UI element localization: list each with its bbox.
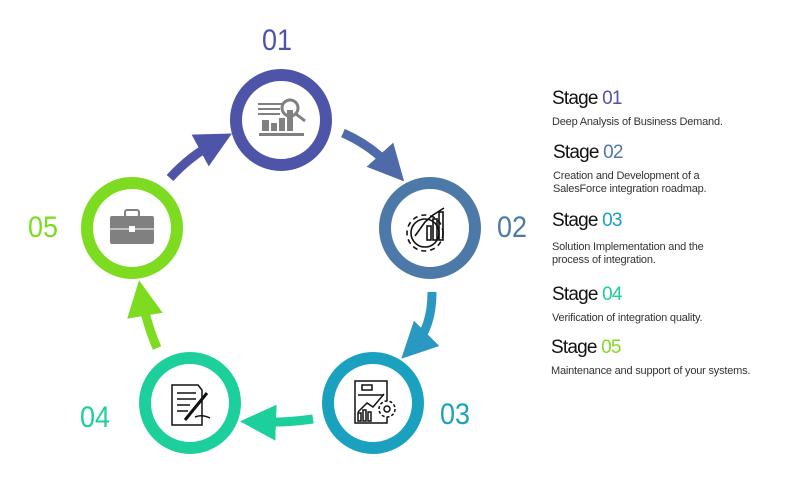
arrow-05-to-01 — [166, 133, 232, 182]
gear-chart-icon — [406, 207, 445, 252]
stage-05-entry: Stage 05 Maintenance and support of your… — [551, 337, 791, 378]
arrow-04-to-05 — [127, 280, 163, 350]
stage-02-title: Stage 02 — [553, 142, 748, 164]
arrow-02-to-03 — [401, 291, 440, 359]
stage-02-entry: Stage 02 Creation and Development of a S… — [553, 142, 748, 196]
stage-04-entry: Stage 04 Verification of integration qua… — [552, 284, 792, 325]
arrow-01-to-02 — [341, 128, 405, 182]
chart-magnifier-icon — [258, 98, 306, 136]
stage-word: Stage — [553, 142, 599, 163]
stage-word: Stage — [552, 88, 598, 109]
stage-03-title: Stage 03 — [552, 210, 727, 232]
stage-04-description: Verification of integration quality. — [552, 312, 703, 324]
stage-number: 04 — [602, 284, 622, 305]
stage-02-circle — [379, 177, 481, 279]
stage-number: 03 — [602, 210, 622, 231]
stage-04-circle — [139, 352, 241, 454]
stage-word: Stage — [552, 284, 598, 305]
stage-04-title: Stage 04 — [552, 284, 792, 306]
stage-word: Stage — [552, 210, 598, 231]
report-gear-icon — [354, 380, 396, 424]
stage-04-number: 04 — [80, 401, 111, 434]
stage-05-description: Maintenance and support of your systems. — [551, 365, 751, 377]
stage-number: 02 — [603, 142, 623, 163]
arrow-03-to-04 — [240, 404, 314, 441]
stage-03-circle — [322, 352, 424, 454]
stage-05-number: 05 — [28, 211, 59, 244]
stage-number: 05 — [601, 337, 621, 358]
stage-05-title: Stage 05 — [551, 337, 791, 359]
stage-01-entry: Stage 01 Deep Analysis of Business Deman… — [552, 88, 792, 129]
stage-01-description: Deep Analysis of Business Demand. — [552, 116, 723, 128]
document-signing-icon — [171, 384, 211, 426]
stage-03-number: 03 — [440, 398, 471, 431]
stage-01-number: 01 — [262, 24, 293, 57]
stage-02-number: 02 — [497, 211, 528, 244]
stage-02-description: Creation and Development of a SalesForce… — [553, 170, 707, 195]
stage-03-description: Solution Implementation and the process … — [552, 241, 704, 266]
stage-number: 01 — [602, 88, 622, 109]
stage-01-title: Stage 01 — [552, 88, 792, 110]
stage-word: Stage — [551, 337, 597, 358]
stage-03-entry: Stage 03 Solution Implementation and the… — [552, 210, 727, 267]
briefcase-icon — [110, 209, 154, 244]
